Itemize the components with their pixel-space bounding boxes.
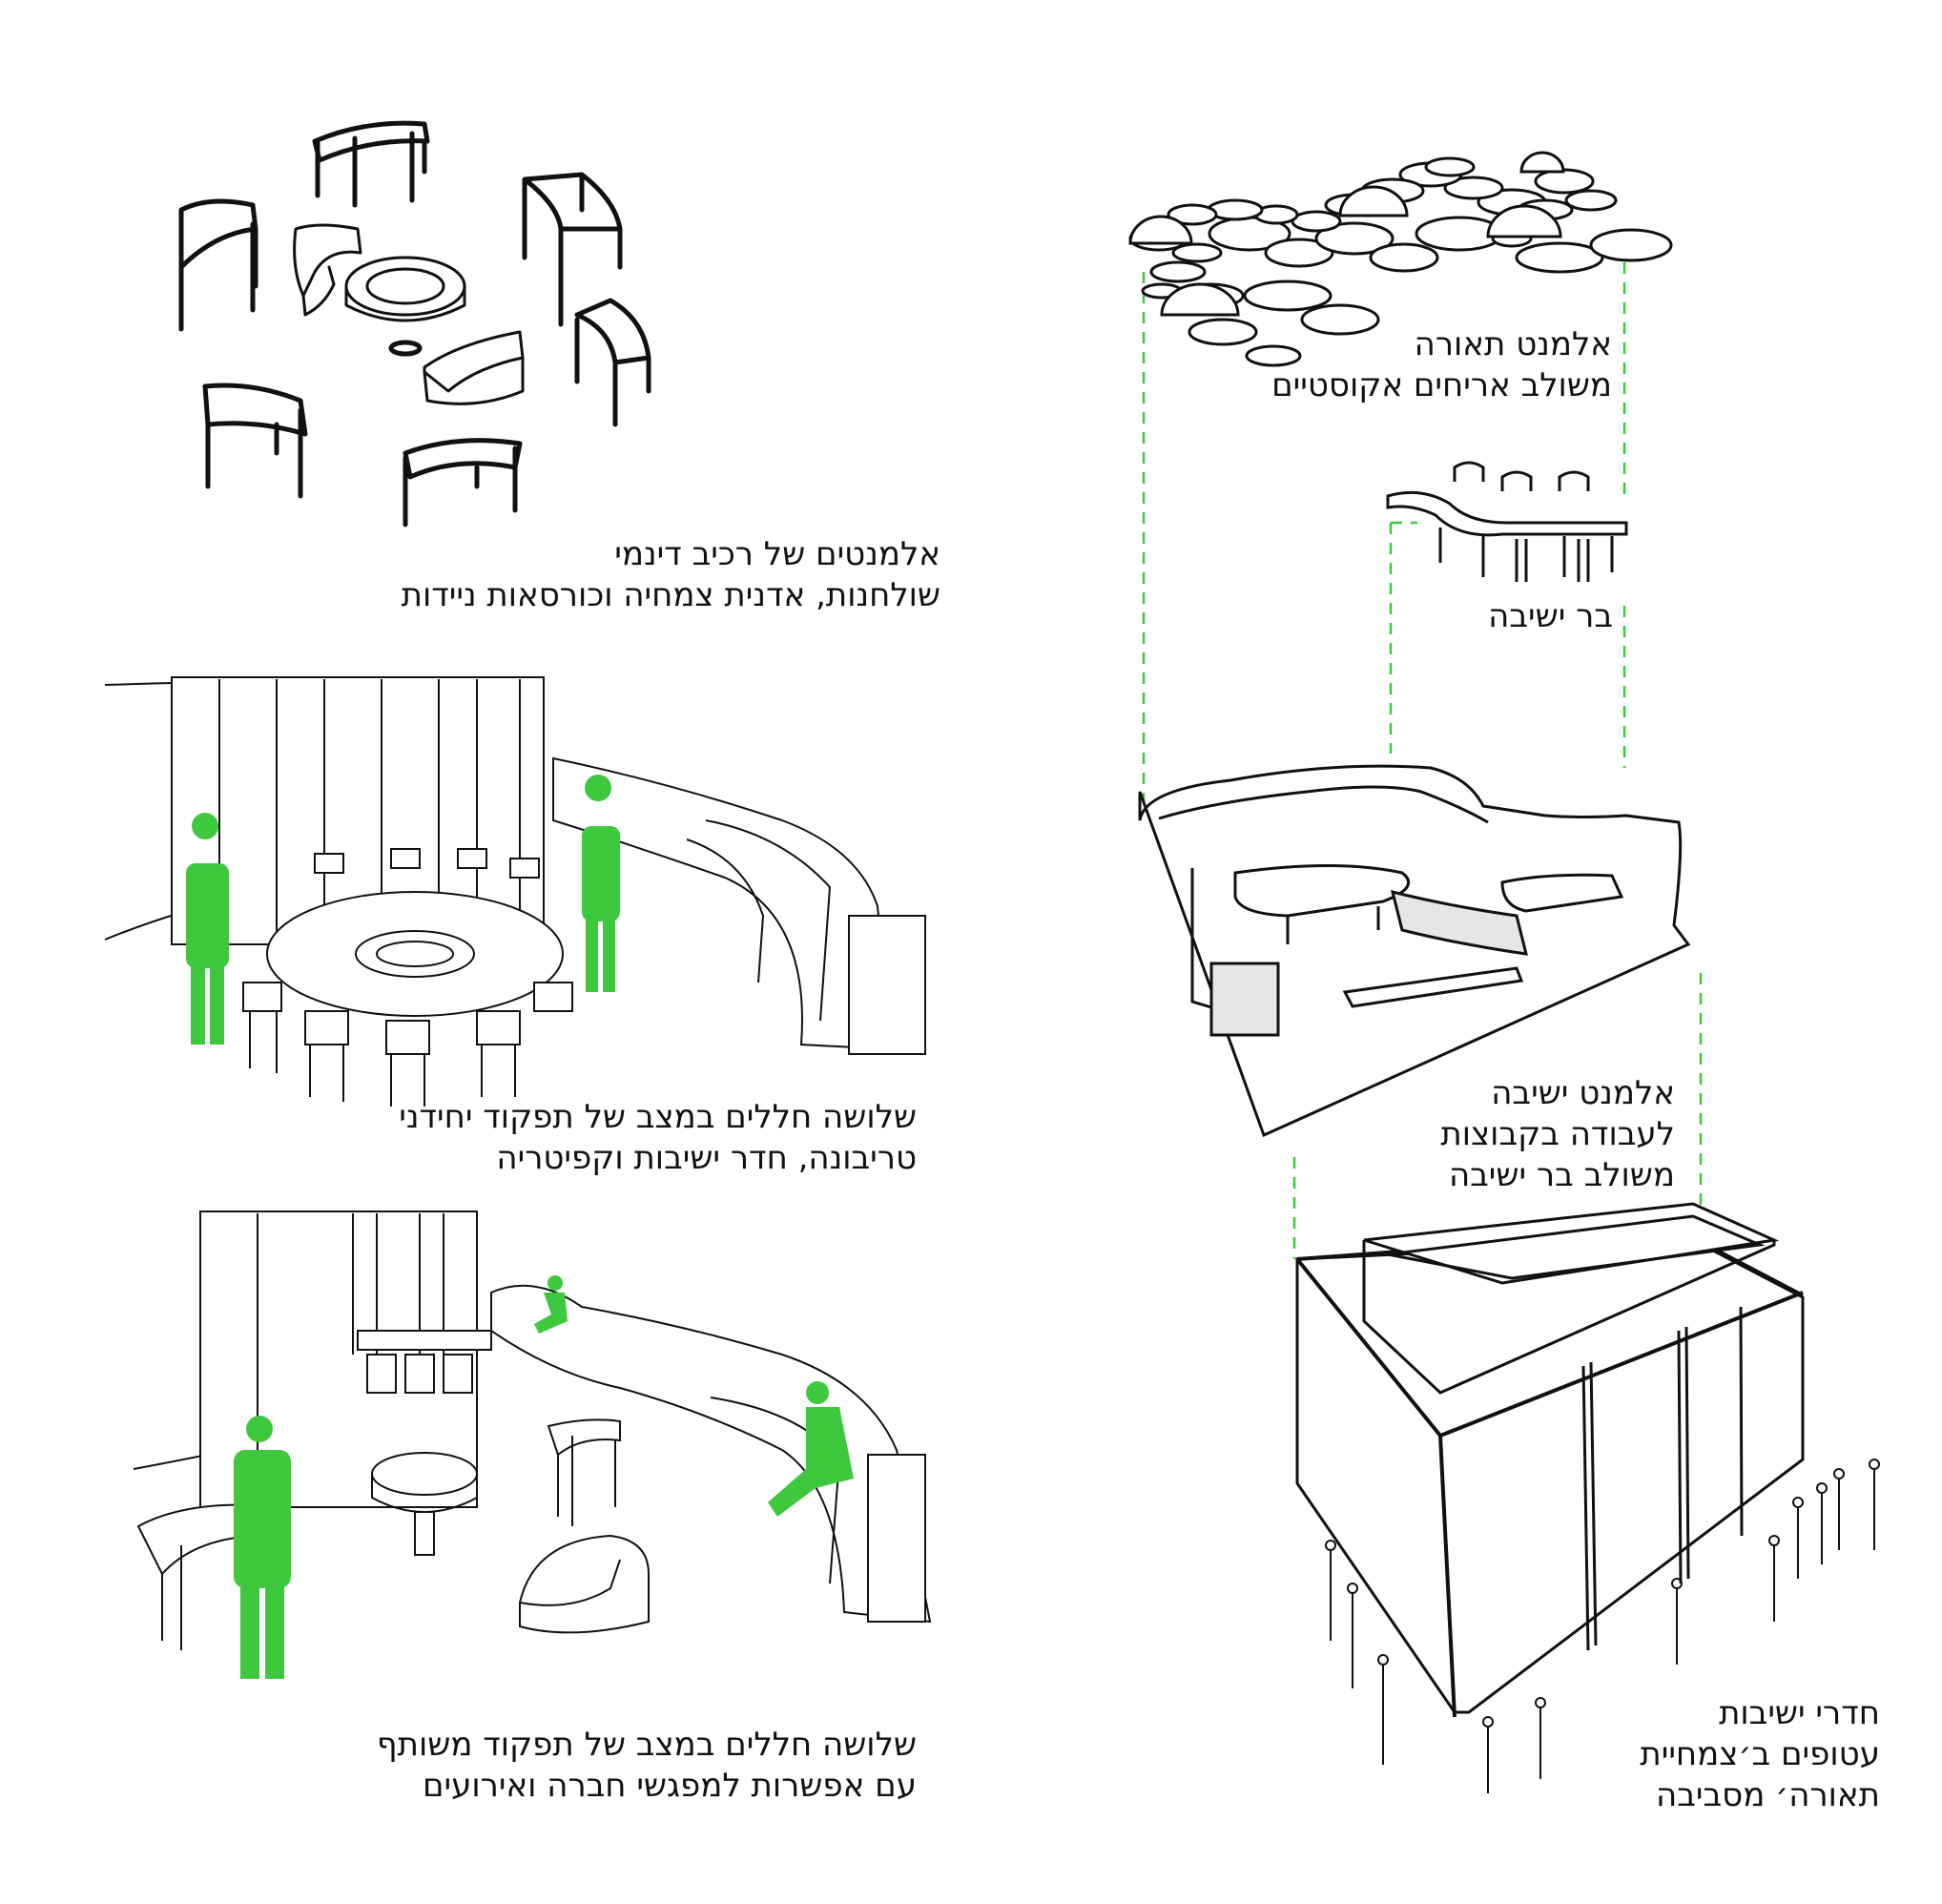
caption-meeting-rooms: חדרי ישיבות עטופים ב׳צמחיית תאורה׳ מסביב… [1640, 1693, 1880, 1816]
caption-line: עם אפשרות למפגשי חברה ואירועים [422, 1767, 917, 1805]
tribune-seating [552, 756, 926, 1055]
caption-line: אלמנט תאורה [1414, 325, 1612, 363]
mobile-table [403, 438, 523, 528]
dynamic-elements-drawing [178, 120, 651, 528]
caption-line: טריבונה, חדר ישיבות וקפיטריה [496, 1139, 917, 1177]
caption-bar-seating: בר ישיבה [1488, 596, 1613, 637]
planter [371, 1452, 478, 1556]
chairs [242, 848, 573, 1107]
mobile-table [202, 383, 308, 499]
people [186, 775, 620, 1045]
caption-line: לעבודה בקבוצות [1440, 1115, 1675, 1153]
mobile-table [522, 172, 623, 327]
mobile-table [178, 198, 258, 332]
caption-dynamic-elements: אלמנטים של רכיב דינמי שולחנות, אדנית צמח… [402, 534, 940, 616]
meeting-table [266, 891, 564, 1017]
mobile-table [574, 298, 651, 427]
tribune-seating [490, 1284, 932, 1624]
bar-seating-drawing [1386, 461, 1628, 582]
mobile-armchair [293, 223, 362, 317]
caption-shared-function: שלושה חללים במצב של תפקוד משותף עם אפשרו… [377, 1725, 917, 1807]
cafeteria-tables [357, 1330, 492, 1394]
bar-stools [1453, 461, 1590, 582]
caption-line: עטופים ב׳צמחיית [1640, 1735, 1880, 1773]
caption-line: חדרי ישיבות [1719, 1694, 1880, 1732]
caption-line: שלושה חללים במצב של תפקוד יחידני [399, 1098, 917, 1136]
planter [344, 256, 466, 357]
shared-function-drawing [133, 1211, 932, 1679]
caption-line: אלמנט ישיבה [1491, 1074, 1675, 1112]
connector-lines [1142, 262, 1703, 1259]
caption-line: משולב בר ישיבה [1448, 1156, 1675, 1194]
lighting-element-drawing [1128, 151, 1673, 367]
caption-line: משולב אריחים אקוסטיים [1271, 366, 1612, 404]
mobile-table [312, 120, 430, 208]
individual-function-drawing [104, 676, 926, 1107]
caption-individual-function: שלושה חללים במצב של תפקוד יחידני טריבונה… [399, 1097, 917, 1179]
caption-lighting-element: אלמנט תאורה משולב אריחים אקוסטיים [1271, 324, 1612, 406]
group-seating-drawing [1138, 764, 1691, 1138]
caption-line: אלמנטים של רכיב דינמי [614, 535, 940, 573]
people [234, 1275, 854, 1679]
caption-line: שלושה חללים במצב של תפקוד משותף [376, 1726, 917, 1764]
caption-line: שולחנות, אדנית צמחיה וכורסאות ניידות [401, 576, 940, 614]
mobile-armchair [519, 1534, 650, 1634]
light-posts [1325, 1459, 1880, 1793]
caption-line: תאורה׳ מסביבה [1656, 1776, 1880, 1814]
meeting-rooms-drawing [1295, 1202, 1880, 1793]
mobile-armchair [423, 330, 525, 405]
mobile-table [547, 1418, 621, 1526]
caption-line: בר ישיבה [1488, 597, 1613, 635]
caption-group-seating: אלמנט ישיבה לעבודה בקבוצות משולב בר ישיב… [1440, 1073, 1675, 1196]
